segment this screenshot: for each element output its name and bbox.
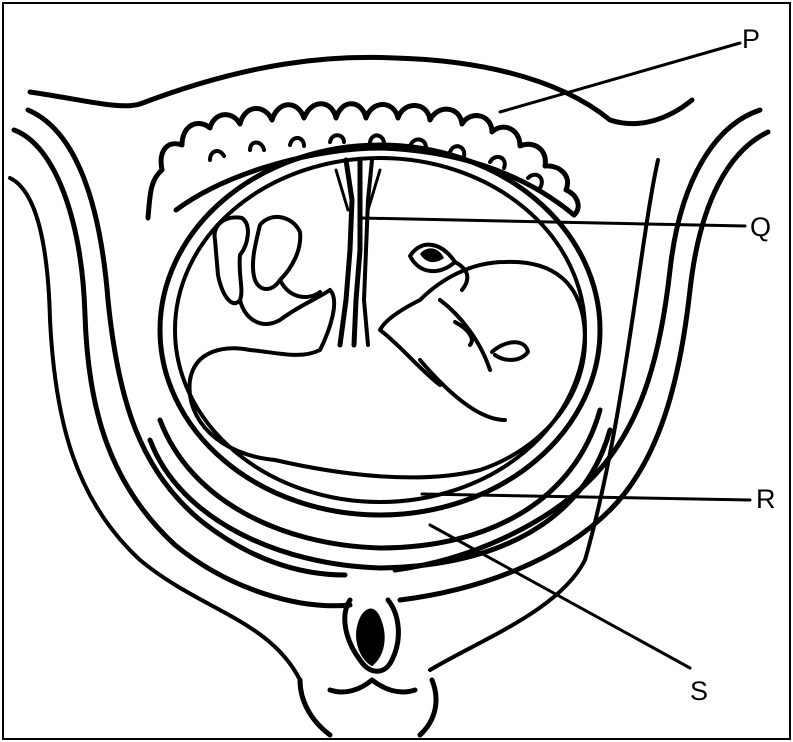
foetus xyxy=(190,217,585,477)
label-p: P xyxy=(742,24,760,54)
cervix xyxy=(300,600,436,735)
amniotic-sac xyxy=(150,145,610,568)
leader-line-q xyxy=(360,218,745,226)
label-r: R xyxy=(756,484,776,514)
leader-lines xyxy=(360,43,750,668)
label-q: Q xyxy=(750,212,771,242)
label-s: S xyxy=(690,676,708,706)
umbilical-cord xyxy=(336,160,380,345)
leader-line-p xyxy=(500,43,740,112)
